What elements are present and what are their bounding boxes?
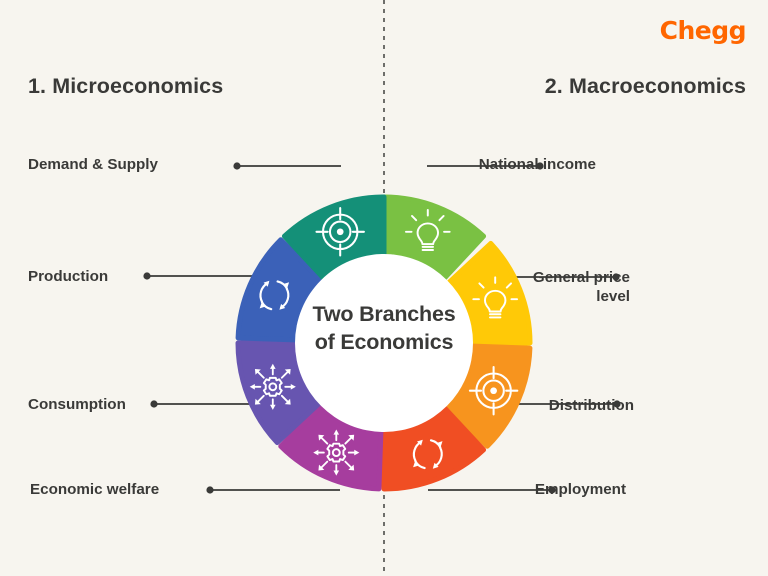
label-demand-supply[interactable]: Demand & Supply	[28, 156, 158, 173]
connector-dot-distribution	[613, 400, 621, 408]
label-production[interactable]: Production	[28, 268, 109, 285]
connector-dot-employment	[548, 486, 556, 494]
label-employment[interactable]: Employment	[534, 481, 626, 498]
heading-macroeconomics: 2. Macroeconomics	[544, 74, 746, 98]
connector-dot-economic-welfare	[206, 486, 214, 494]
connector-dot-demand-supply	[233, 162, 241, 170]
label-consumption[interactable]: Consumption	[28, 396, 126, 413]
heading-microeconomics: 1. Microeconomics	[28, 74, 224, 98]
wheel-slices	[235, 194, 533, 492]
connector-dot-national-income	[536, 162, 544, 170]
connector-dot-general-price-level	[612, 273, 620, 281]
label-distribution[interactable]: Distribution	[548, 397, 634, 414]
connector-dot-production	[143, 272, 151, 280]
label-economic-welfare[interactable]: Economic welfare	[30, 481, 160, 498]
connector-dot-consumption	[150, 400, 158, 408]
label-national-income[interactable]: National income	[478, 156, 596, 173]
chegg-logo: Chegg	[659, 16, 747, 45]
label-general-price-level[interactable]: General price level	[532, 269, 630, 306]
center-hub-circle	[295, 254, 473, 432]
